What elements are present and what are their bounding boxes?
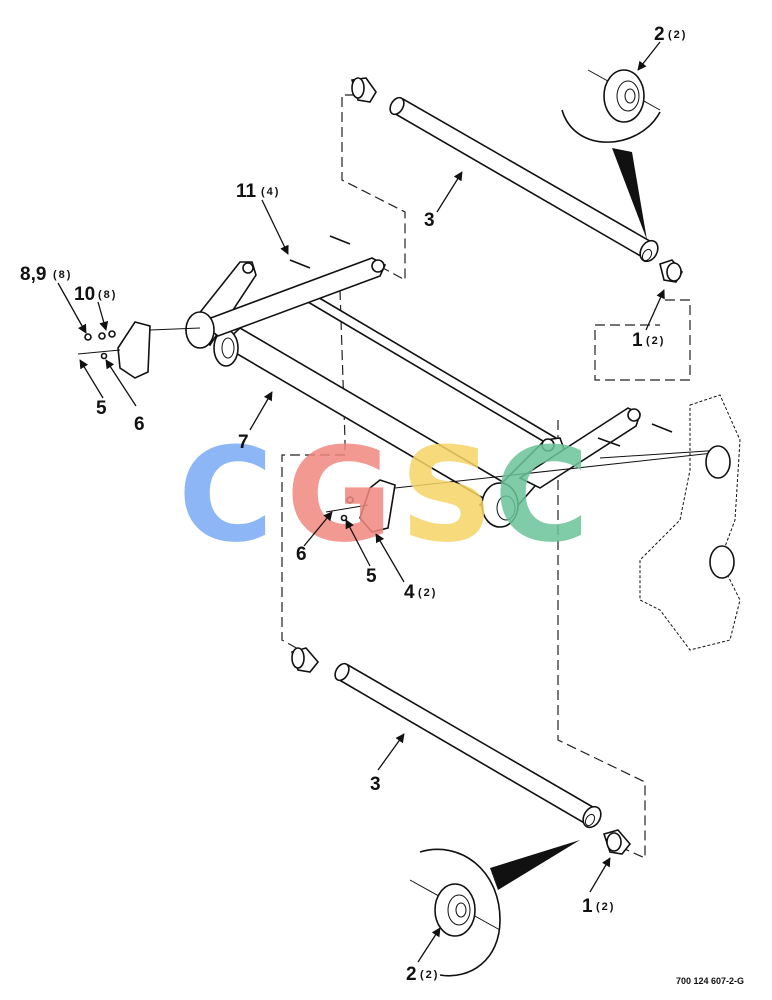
bolts-part-11 [289,235,723,459]
callout-6-left: 6 [134,414,145,435]
callouts: 2 (2) 3 11 (4) 8,9 (8) 10 (8) 1 (2) 5 6 … [20,24,687,985]
callout-8-9-qty: (8) [53,269,72,281]
callout-2-top-qty: (2) [668,29,687,41]
drawing-code: 700 124 607-2-G [676,976,744,986]
callout-6-mid: 6 [296,544,307,565]
callout-5-mid: 5 [366,566,377,587]
roller-top [389,96,659,263]
callout-3-bottom: 3 [370,774,381,795]
callout-10: 10 [74,284,95,305]
leader-lines [57,41,665,963]
roller-frame-assembly [184,257,641,528]
callout-10-qty: (8) [98,289,117,301]
end-cap-bottom-left [290,647,320,673]
end-cap-top-left [350,77,377,103]
callout-4: 4 [404,582,415,603]
callout-7: 7 [238,432,249,453]
callout-8-9: 8,9 [20,264,46,285]
callout-5-left: 5 [96,398,107,419]
callout-1-bottom: 1 [582,896,593,917]
callout-2-bottom: 2 [406,964,417,985]
end-cap-bottom-right [602,829,632,855]
callout-11-qty: (4) [261,186,280,198]
bracket-middle [325,451,723,533]
bracket-left [77,321,201,379]
callout-1-top: 1 [632,330,643,351]
end-cap-top-right [659,259,683,283]
callout-3-top: 3 [424,210,435,231]
roller-bottom [334,662,602,829]
callout-4-qty: (2) [418,587,437,599]
watermark-letter-s: S [400,419,494,571]
callout-1-top-qty: (2) [646,335,665,347]
bearing-detail-top [561,69,661,240]
side-frame-right [639,394,741,651]
watermark-letter-c1: C [178,419,273,571]
callout-1-bottom-qty: (2) [596,901,615,913]
callout-2-top: 2 [654,24,665,45]
bearing-detail-bottom [409,840,580,977]
watermark-letter-c2: C [494,419,589,571]
callout-2-bottom-qty: (2) [420,969,439,981]
callout-11: 11 [236,181,257,202]
